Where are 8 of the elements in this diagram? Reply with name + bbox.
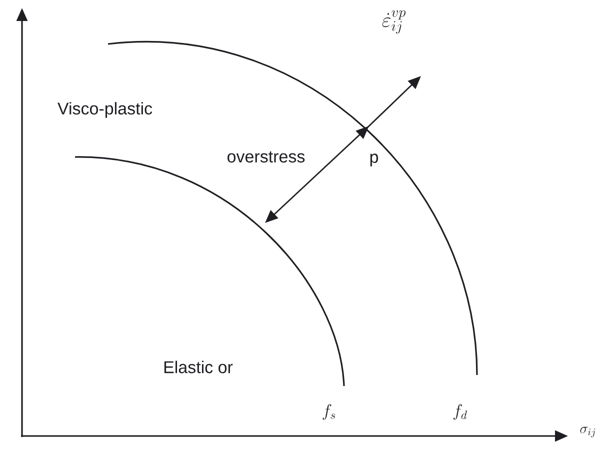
dimension-label: overstress (228, 151, 305, 163)
point-label: p (370, 154, 378, 166)
strain-rate-symbol: $\dot{\varepsilon}_{ij}^{vp}$ (382, 10, 406, 34)
region-label: Elastic or (164, 360, 233, 374)
curve-label: $f_d$ (453, 404, 467, 420)
curve-label: $f_s$ (322, 404, 336, 420)
axis-label: $\sigma_{ij}$ (580, 426, 596, 438)
region-label: Visco-plastic (58, 102, 152, 118)
